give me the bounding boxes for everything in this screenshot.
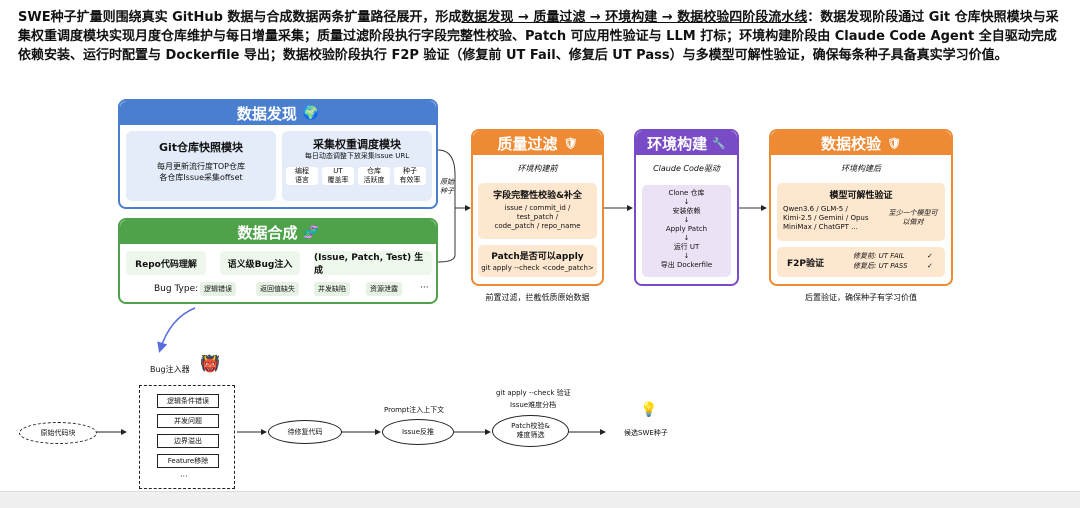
f2p-card: F2P验证 修复前: UT FAIL 修复后: UT PASS ✓ ✓ xyxy=(777,247,945,277)
synthesis-header: 数据合成 🧬 xyxy=(120,220,436,244)
f2p-title: F2P验证 xyxy=(787,259,825,269)
f2p-before: 修复前: UT FAIL xyxy=(853,252,905,260)
patch-check-node: Patch校验& 难度筛选 xyxy=(492,415,569,447)
chip-more: ··· xyxy=(420,283,429,293)
env-step-patch: Apply Patch xyxy=(665,225,708,233)
model-solvability-card: 模型可解性验证 Qwen3.6 / GLM-5 / Kimi-2.5 / Gem… xyxy=(777,183,945,241)
field-check-line-3: code_patch / repo_name xyxy=(494,222,581,230)
weight-title: 采集权重调度模块 xyxy=(313,138,401,151)
intro-text-2: ：数据发现阶段通过 Git 仓库快照模块与采集权重调度模块实现月度仓库维护与每日… xyxy=(18,10,1059,63)
verify-panel: 数据校验 🛡 环境构建后 模型可解性验证 Qwen3.6 / GLM-5 / K… xyxy=(769,129,953,286)
arrow-down-icon: ↓ xyxy=(683,198,690,206)
verify-title: 数据校验 xyxy=(821,134,882,153)
step-bug-injection: 语义级Bug注入 xyxy=(220,251,300,275)
env-subtitle: Claude Code驱动 xyxy=(653,164,720,173)
patch-apply-card: Patch是否可以apply git apply --check <code_p… xyxy=(478,245,597,277)
env-step-deps: 安装依赖 xyxy=(672,207,701,215)
intro-text-1: SWE种子扩量则围绕真实 GitHub 数据与合成数据两条扩量路径展开，形成 xyxy=(18,10,462,25)
issue-infer-node: Issue反推 xyxy=(382,419,454,445)
bottom-bar xyxy=(0,491,1080,508)
intro-paragraph: SWE种子扩量则围绕真实 GitHub 数据与合成数据两条扩量路径展开，形成数据… xyxy=(18,8,1063,65)
env-header: 环境构建 🔧 xyxy=(636,131,737,155)
dna-icon: 🧬 xyxy=(303,225,319,239)
chip-return: 返回值缺失 xyxy=(256,282,299,296)
bug-option-more: ··· xyxy=(180,472,188,481)
snapshot-line-1: 每月更新流行度TOP仓库 xyxy=(156,162,245,171)
env-title: 环境构建 xyxy=(647,134,708,153)
field-check-line-1: issue / commit_id / xyxy=(504,204,571,212)
bug-option-feature: Feature移除 xyxy=(157,454,219,468)
field-check-title: 字段完整性校验&补全 xyxy=(493,191,582,201)
discovery-panel: 数据发现 🌍 Git仓库快照模块 每月更新流行度TOP仓库 各仓库Issue采集… xyxy=(118,99,438,209)
synthesis-title: 数据合成 xyxy=(237,223,298,242)
globe-icon: 🌍 xyxy=(302,105,320,121)
env-steps: Clone 仓库 ↓ 安装依赖 ↓ Apply Patch ↓ 运行 UT ↓ … xyxy=(642,185,731,277)
patch-apply-cmd: git apply --check <code_patch> xyxy=(481,264,594,272)
field-check-line-2: test_patch / xyxy=(516,213,559,221)
env-step-clone: Clone 仓库 xyxy=(668,189,705,197)
shield-icon: 🛡 xyxy=(887,136,901,150)
cell-activity: 仓库活跃度 xyxy=(358,167,390,185)
bug-option-concurrency: 并发问题 xyxy=(157,414,219,428)
check-icon: ✓ xyxy=(927,262,933,270)
raw-seed-label: 原始种子 xyxy=(440,178,454,195)
injector-label: Bug注入器 xyxy=(150,365,190,374)
arrow-down-icon: ↓ xyxy=(683,234,690,242)
bug-injector-box: 逻辑条件错误 并发问题 边界溢出 Feature移除 ··· xyxy=(139,385,235,489)
bugtype-label: Bug Type: xyxy=(154,284,199,294)
model-note: 至少一个模型可以做对 xyxy=(888,209,938,226)
cell-language: 编程语言 xyxy=(286,167,318,185)
quality-subtitle: 环境构建前 xyxy=(517,164,558,173)
verify-header: 数据校验 🛡 xyxy=(771,131,951,155)
quality-caption: 前置过滤，拦截低质原始数据 xyxy=(485,293,590,302)
verify-caption: 后置验证，确保种子有学习价值 xyxy=(805,293,917,302)
devil-icon: 👹 xyxy=(200,354,220,373)
quality-panel: 质量过滤 🛡 环境构建前 字段完整性校验&补全 issue / commit_i… xyxy=(471,129,604,286)
verify-subtitle: 环境构建后 xyxy=(841,164,881,173)
prompt-label: Prompt注入上下文 xyxy=(384,406,445,414)
arrow-down-icon: ↓ xyxy=(683,252,690,260)
quality-title: 质量过滤 xyxy=(497,134,558,153)
bug-option-overflow: 边界溢出 xyxy=(157,434,219,448)
patch-apply-title: Patch是否可以apply xyxy=(491,252,584,262)
intro-pipeline: 数据发现 → 质量过滤 → 环境构建 → 数据校验四阶段流水线 xyxy=(461,10,808,25)
field-check-card: 字段完整性校验&补全 issue / commit_id / test_patc… xyxy=(478,183,597,239)
arrow-down-icon: ↓ xyxy=(683,216,690,224)
weight-subtitle: 每日动态调整下放采集Issue URL xyxy=(304,152,410,160)
check-icon: ✓ xyxy=(927,252,933,260)
quality-header: 质量过滤 🛡 xyxy=(473,131,602,155)
model-line-1: Qwen3.6 / GLM-5 / xyxy=(783,205,848,213)
bug-option-logic: 逻辑条件错误 xyxy=(157,394,219,408)
env-panel: 环境构建 🔧 Claude Code驱动 Clone 仓库 ↓ 安装依赖 ↓ A… xyxy=(634,129,739,286)
f2p-after: 修复后: UT PASS xyxy=(853,262,908,270)
snapshot-title: Git仓库快照模块 xyxy=(158,141,244,154)
cell-validity: 种子有效率 xyxy=(394,167,426,185)
discovery-title: 数据发现 xyxy=(236,104,297,123)
shield-icon: 🛡 xyxy=(563,136,578,150)
snapshot-module: Git仓库快照模块 每月更新流行度TOP仓库 各仓库Issue采集offset xyxy=(126,131,276,201)
chip-logic: 逻辑错误 xyxy=(200,282,236,296)
difficulty-label: Issue难度分档 xyxy=(510,401,557,409)
step-generation: (Issue, Patch, Test) 生成 xyxy=(314,251,432,276)
model-title: 模型可解性验证 xyxy=(829,191,893,201)
discovery-header: 数据发现 🌍 xyxy=(120,101,436,125)
env-step-dockerfile: 导出 Dockerfile xyxy=(660,261,713,269)
chip-concurrency: 并发缺陷 xyxy=(314,282,350,296)
env-step-ut: 运行 UT xyxy=(673,243,700,251)
step-repo-understanding: Repo代码理解 xyxy=(126,251,206,275)
pending-code-node: 待修复代码 xyxy=(268,420,342,444)
model-line-3: MiniMax / ChatGPT ... xyxy=(783,223,858,231)
lightbulb-icon: 💡 xyxy=(640,402,658,418)
check-label: git apply --check 验证 xyxy=(496,389,571,397)
snapshot-line-2: 各仓库Issue采集offset xyxy=(159,173,243,182)
model-line-2: Kimi-2.5 / Gemini / Opus xyxy=(783,214,869,222)
chip-leak: 资源泄露 xyxy=(366,282,402,296)
source-code-node: 原始代码块 xyxy=(19,422,97,444)
output-seed-label: 候选SWE种子 xyxy=(624,429,668,437)
synthesis-panel: 数据合成 🧬 Repo代码理解 语义级Bug注入 (Issue, Patch, … xyxy=(118,218,438,304)
wrench-icon: 🔧 xyxy=(712,136,726,150)
